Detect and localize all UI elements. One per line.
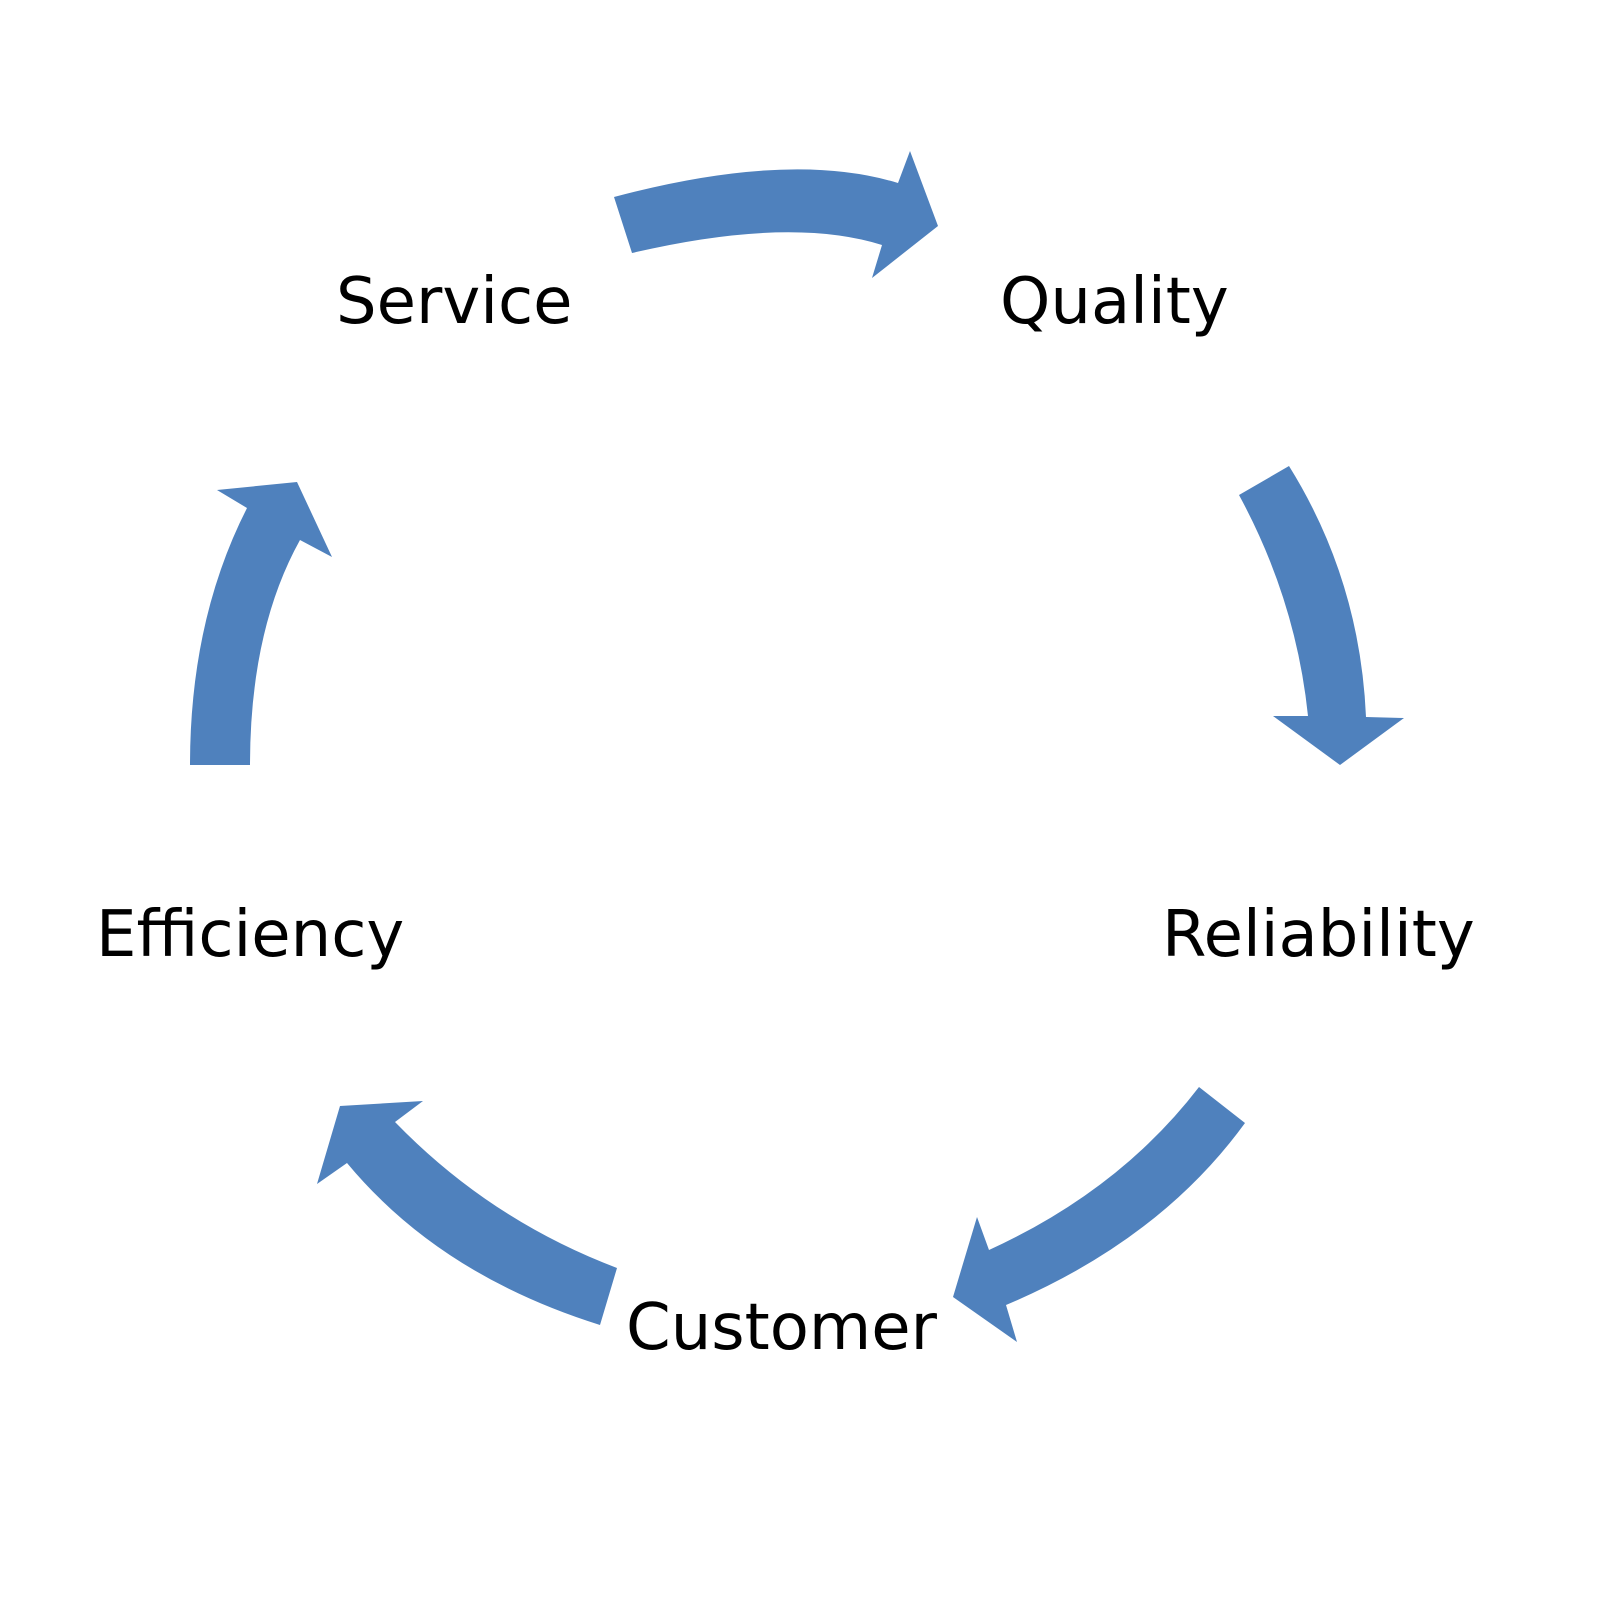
node-quality: Quality [1000, 265, 1229, 339]
arrow-customer-to-efficiency [317, 1101, 617, 1325]
arrow-efficiency-to-service [190, 482, 332, 765]
node-reliability: Reliability [1162, 898, 1475, 972]
node-customer: Customer [626, 1291, 937, 1365]
arrow-service-to-quality [614, 151, 938, 278]
arrow-quality-to-reliability [1239, 466, 1404, 765]
node-service: Service [336, 265, 573, 339]
node-efficiency: Efficiency [96, 898, 405, 972]
arrow-reliability-to-customer [953, 1087, 1245, 1342]
